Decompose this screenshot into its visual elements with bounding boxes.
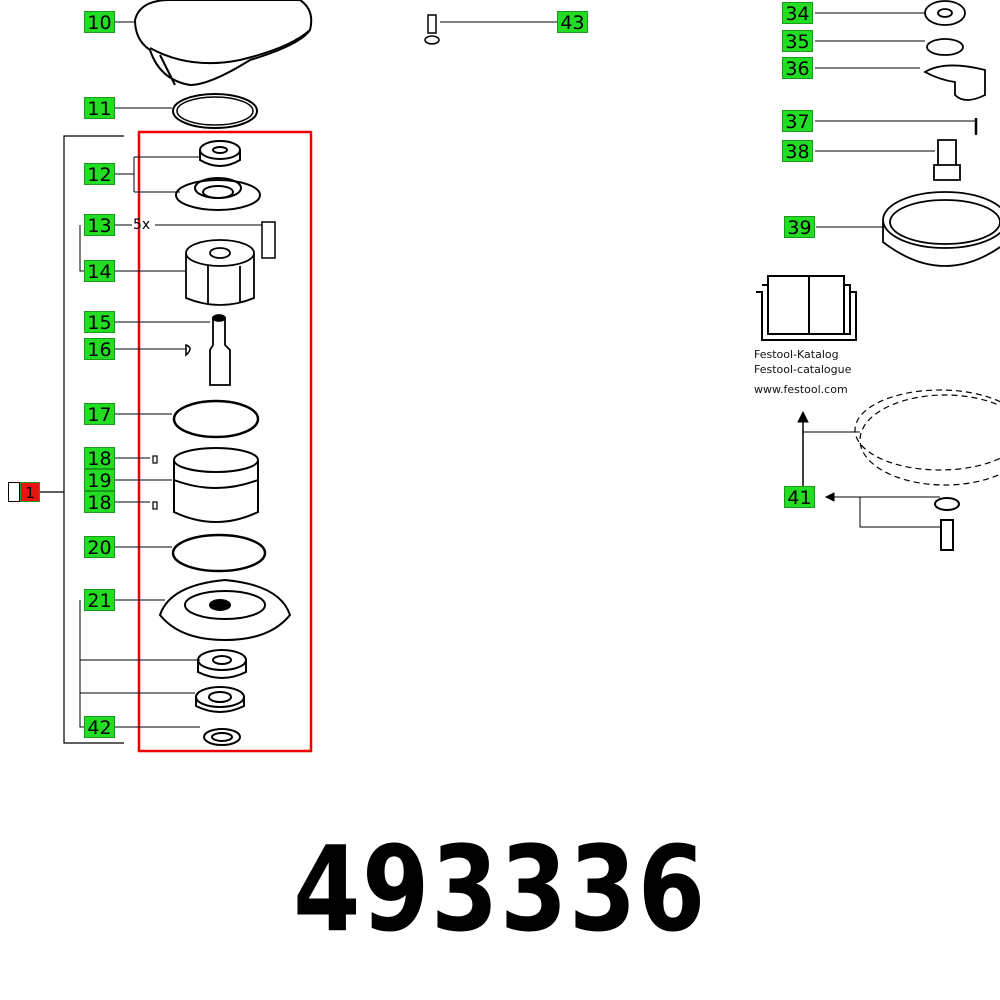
part-seal-42 [203,728,241,746]
part-washer-screw [934,497,960,551]
part-label-41[interactable]: 41 [784,486,815,509]
assembly-bracket [40,135,124,744]
catalog-url[interactable]: www.festool.com [754,383,848,396]
part-label-13[interactable]: 13 [84,214,115,237]
part-label-1[interactable]: 1 [20,482,40,502]
part-label-34[interactable]: 34 [782,2,813,25]
part-label-37[interactable]: 37 [782,110,813,133]
part-screw-43 [424,14,440,45]
parts-right [882,0,1000,267]
part-label-21[interactable]: 21 [84,589,115,612]
part-shaft-15 [209,314,231,386]
part-label-38[interactable]: 38 [782,140,813,163]
part-number: 493336 [293,820,707,958]
part-rotor-14 [185,239,255,306]
part-label-15[interactable]: 15 [84,311,115,334]
part-key-16 [185,343,191,357]
part-label-16[interactable]: 16 [84,338,115,361]
part-label-11[interactable]: 11 [84,97,115,120]
part-cylinder-19 [173,447,259,523]
part-bearing [195,649,247,746]
part-label-19[interactable]: 19 [84,469,115,492]
part-label-36[interactable]: 36 [782,57,813,80]
part-label-18a[interactable]: 18 [84,447,115,470]
part-pin-18a [152,455,158,464]
part-oring-17 [172,399,260,439]
part-bearing-seal-12 [175,140,261,211]
leader-lines [79,12,975,728]
part-label-12[interactable]: 12 [84,163,115,186]
part-label-35[interactable]: 35 [782,30,813,53]
part-cover-21 [158,578,292,642]
part-label-10[interactable]: 10 [84,11,115,34]
assembly-highlight-box [137,130,313,753]
quantity-note: 5x [133,217,151,233]
part-label-20[interactable]: 20 [84,536,115,559]
part-label-43[interactable]: 43 [557,11,588,34]
catalog-book-icon [756,275,857,341]
part-label-42[interactable]: 42 [84,716,115,739]
part-label-18b[interactable]: 18 [84,491,115,514]
part-label-17[interactable]: 17 [84,403,115,426]
part-label-39[interactable]: 39 [784,216,815,239]
part-vane-13 [261,221,276,259]
part-sanding-pad [854,389,1000,486]
part-housing [133,0,313,87]
assembly-marker-box [8,482,20,502]
part-label-14[interactable]: 14 [84,260,115,283]
part-pin-18b [152,501,158,510]
catalog-line-1: Festool-Katalog [754,348,839,361]
part-oring-11 [172,93,258,129]
part-oring-20 [171,533,267,573]
catalog-line-2: Festool-catalogue [754,363,852,376]
